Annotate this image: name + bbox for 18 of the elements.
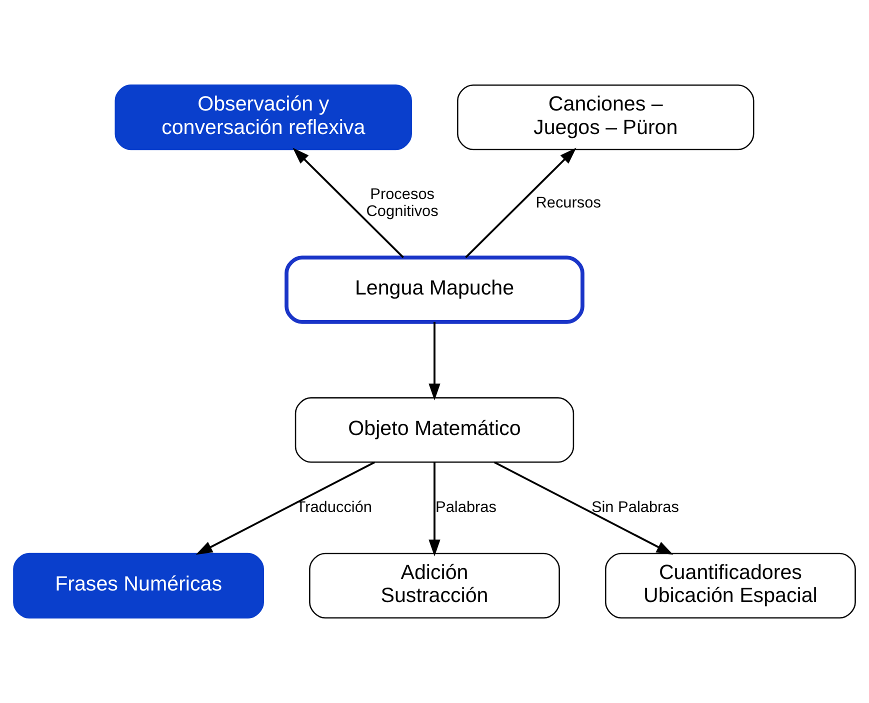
node-box: Canciones – Juegos – Püron <box>457 84 754 150</box>
node-box: Objeto Matemático <box>294 397 574 463</box>
arrow <box>196 461 376 555</box>
edge-label: Procesos Cognitivos <box>366 186 438 220</box>
edge-label: Palabras <box>436 498 496 516</box>
edge-label: Recursos <box>536 194 601 212</box>
node-box: Adición Sustracción <box>309 552 560 618</box>
node-box: Cuantificadores Ubicación Espacial <box>605 552 856 618</box>
node-box: Lengua Mapuche <box>284 256 584 324</box>
arrow <box>428 462 440 556</box>
arrow <box>292 148 404 258</box>
arrow <box>465 148 576 258</box>
node-box: Frases Numéricas <box>13 552 264 618</box>
edge-label: Traducción <box>296 498 372 516</box>
edge-label: Sin Palabras <box>591 498 679 516</box>
arrow <box>428 322 440 400</box>
node-box: Observación y conversación reflexiva <box>114 84 412 150</box>
arrow <box>494 461 674 555</box>
